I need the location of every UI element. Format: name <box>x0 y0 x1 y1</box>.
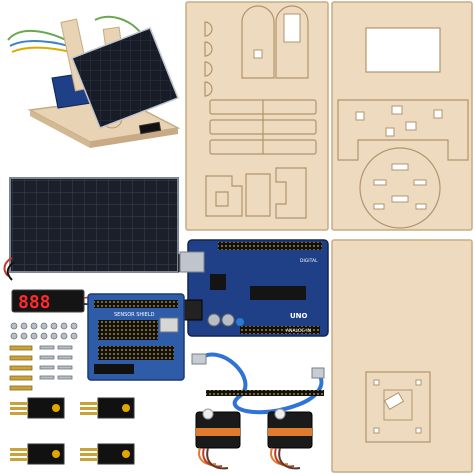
uno-digital-label: DIGITAL <box>300 258 318 264</box>
ldr-module <box>80 443 135 465</box>
ldr-module <box>10 443 65 465</box>
uno-brand-label: UNO <box>290 312 308 320</box>
usb-cable <box>191 352 325 415</box>
assembled-tracker <box>7 15 181 148</box>
solar-panel <box>3 177 188 281</box>
uno-analog-label: ANALOG IN <box>286 328 311 334</box>
tracker-solar-panel <box>71 27 179 129</box>
wood-sheet-a <box>185 1 329 231</box>
led-digits: 888 <box>18 292 51 313</box>
wood-sheet-b <box>331 1 473 231</box>
photoresistor-modules <box>10 397 135 465</box>
servo-motor-right <box>267 408 313 470</box>
servo-motor-left <box>195 408 241 470</box>
screws-and-standoffs <box>9 322 78 391</box>
wood-sheet-c <box>331 239 473 473</box>
arduino-uno-board: UNO ANALOG IN DIGITAL <box>179 239 329 337</box>
sensor-shield-board: SENSOR SHIELD <box>87 293 185 381</box>
pin-header-strip <box>206 390 324 396</box>
shield-brand-label: SENSOR SHIELD <box>114 312 155 318</box>
ldr-module <box>10 397 65 419</box>
led-voltage-display: 888 <box>11 289 101 313</box>
ldr-module <box>80 397 135 419</box>
